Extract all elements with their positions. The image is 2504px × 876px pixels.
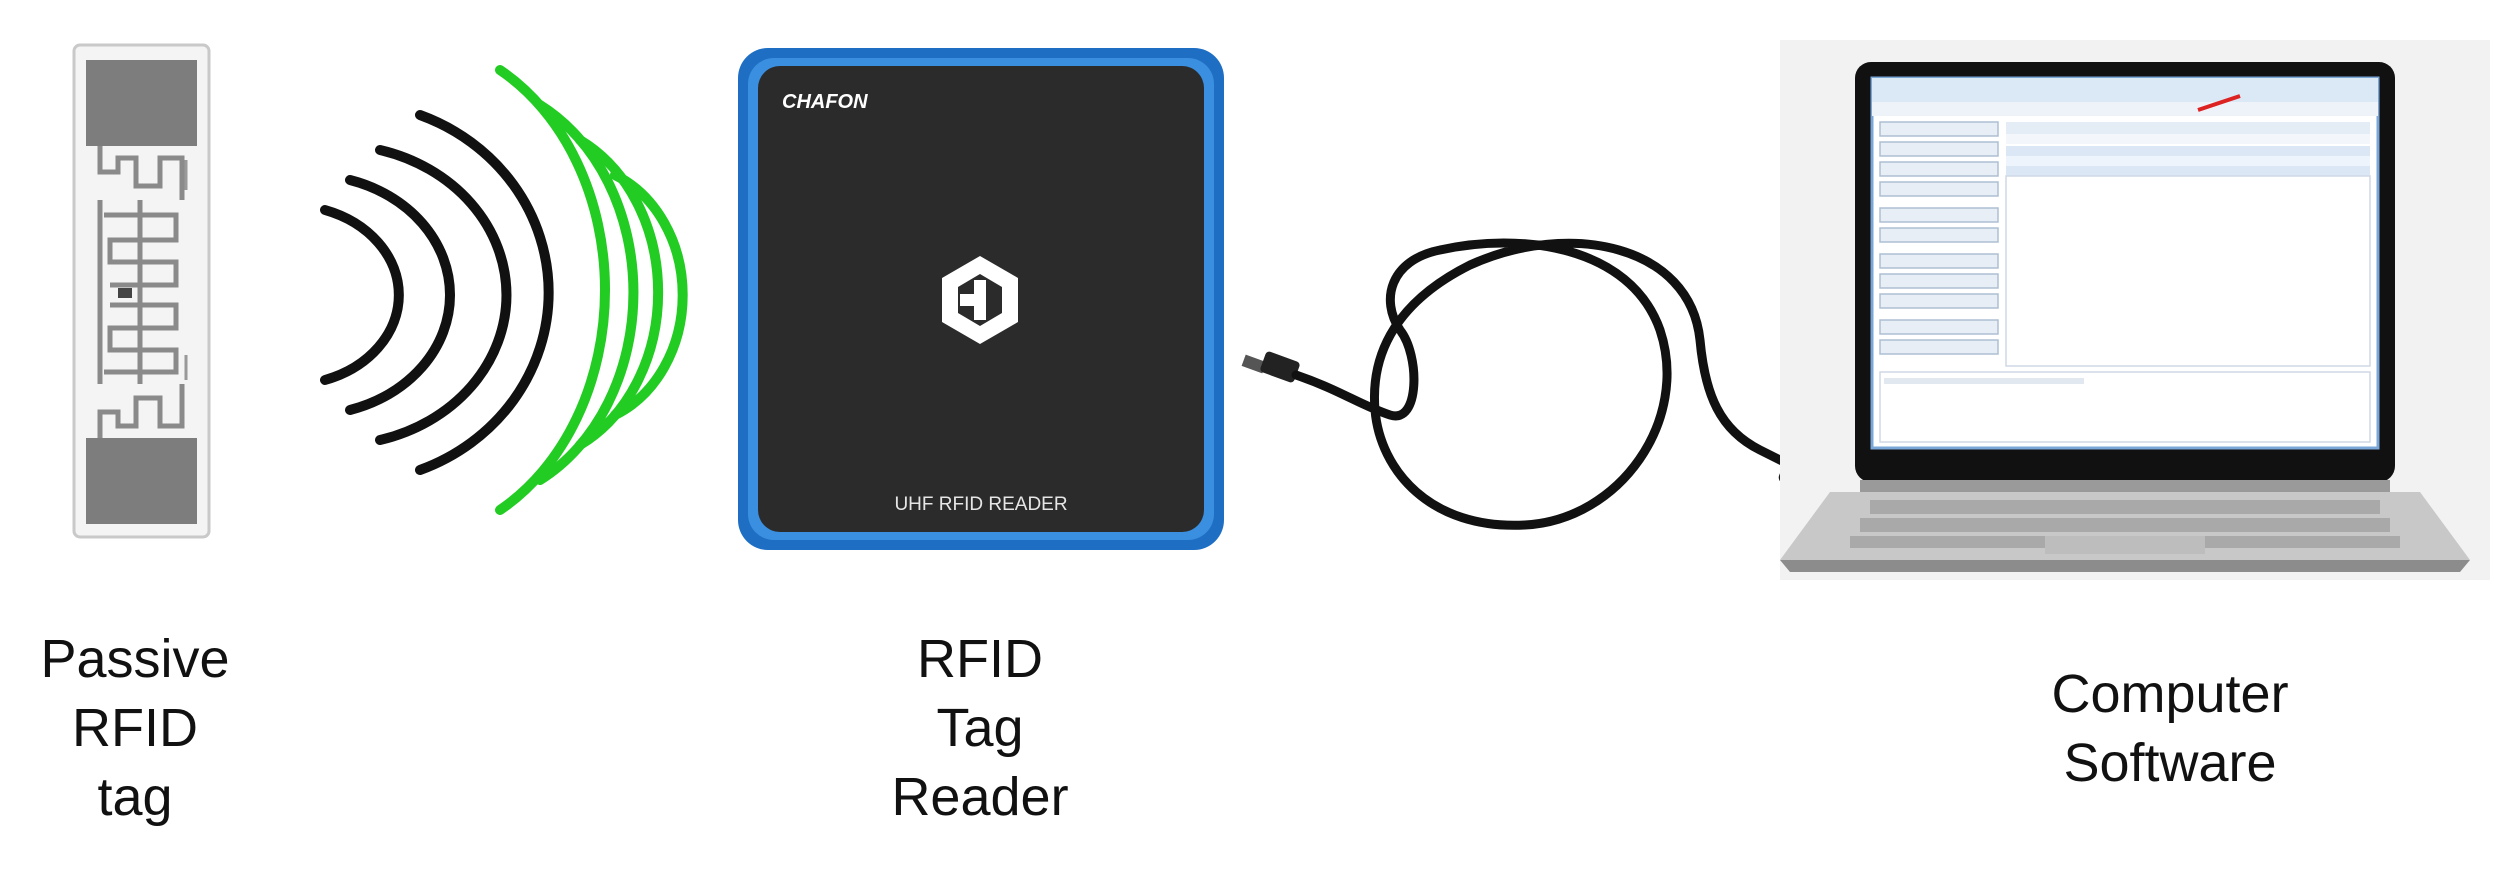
laptop-icon xyxy=(1780,40,2490,580)
caption-line: Software xyxy=(2063,733,2277,793)
caption-line: tag xyxy=(97,767,173,827)
rfid-tag-icon xyxy=(72,43,211,539)
caption-passive-rfid-tag: Passive RFID tag xyxy=(0,625,270,832)
caption-line: RFID xyxy=(917,629,1043,689)
rfid-reader-icon: CHAFON UHF RFID READER xyxy=(738,48,1224,550)
reader-brand: CHAFON xyxy=(782,91,868,113)
caption-line: Tag xyxy=(936,698,1024,758)
reader-logo-icon xyxy=(942,256,1018,344)
caption-line: Computer xyxy=(2051,664,2289,724)
caption-line: Reader xyxy=(891,767,1069,827)
radio-waves-icon xyxy=(320,65,688,515)
reader-label: UHF RFID READER xyxy=(894,494,1067,515)
caption-computer-software: Computer Software xyxy=(1960,660,2380,798)
caption-line: RFID xyxy=(72,698,198,758)
caption-line: Passive xyxy=(40,629,230,689)
caption-rfid-tag-reader: RFID Tag Reader xyxy=(850,625,1110,832)
usb-cable-icon xyxy=(1241,238,1873,530)
